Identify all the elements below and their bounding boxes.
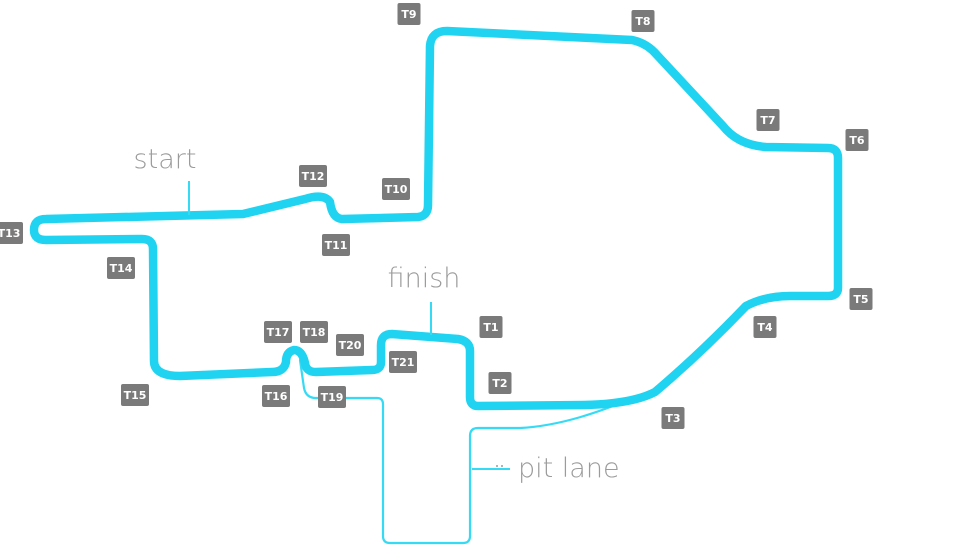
turn-label: T7 [760, 114, 775, 127]
turn-badge [661, 407, 685, 429]
turn-label: T8 [635, 15, 650, 28]
turn-marker-t1: T1 [479, 316, 503, 338]
turn-label: T21 [392, 356, 415, 369]
pit-lane-dot [501, 465, 503, 467]
turn-marker-t19: T19 [318, 386, 346, 408]
turn-marker-t5: T5 [849, 288, 873, 310]
turn-marker-t7: T7 [756, 109, 780, 131]
turn-marker-t12: T12 [299, 165, 327, 187]
pit-lane-label: pit lane [518, 453, 620, 484]
turn-marker-t9: T9 [397, 3, 421, 25]
turn-marker-t3: T3 [661, 407, 685, 429]
turn-badge [753, 316, 777, 338]
turn-badge [300, 321, 328, 343]
turn-marker-t18: T18 [300, 321, 328, 343]
track-path [29, 26, 843, 411]
turn-badge [336, 334, 364, 356]
turn-label: T10 [385, 183, 408, 196]
turn-badge [121, 384, 149, 406]
turn-label: T2 [492, 377, 507, 390]
turn-marker-t16: T16 [262, 385, 290, 407]
turn-marker-t6: T6 [845, 129, 869, 151]
turn-label: T1 [483, 321, 498, 334]
turn-label: T13 [0, 227, 20, 240]
turn-badge [756, 109, 780, 131]
turn-marker-t8: T8 [631, 10, 655, 32]
turn-label: T18 [303, 326, 326, 339]
turn-marker-t15: T15 [121, 384, 149, 406]
turn-label: T12 [302, 170, 325, 183]
pit-lane-path [298, 358, 640, 545]
turn-badge [262, 385, 290, 407]
turn-badge [631, 10, 655, 32]
turn-label: T11 [325, 239, 348, 252]
turn-label: T17 [267, 326, 290, 339]
turn-badge [107, 257, 135, 279]
turn-marker-t17: T17 [264, 321, 292, 343]
turn-badge [0, 222, 23, 244]
turn-label: T5 [853, 293, 868, 306]
turn-badge [318, 386, 346, 408]
turn-label: T19 [321, 391, 344, 404]
turn-marker-t11: T11 [322, 234, 350, 256]
turn-badge [264, 321, 292, 343]
turn-label: T4 [757, 321, 773, 334]
turn-marker-t2: T2 [488, 372, 512, 394]
turn-badge [849, 288, 873, 310]
turn-label: T20 [339, 339, 362, 352]
finish-label: finish [388, 263, 461, 294]
pit-lane-dot [496, 465, 498, 467]
turn-marker-t14: T14 [107, 257, 135, 279]
turn-label: T16 [265, 390, 288, 403]
turn-label: T6 [849, 134, 865, 147]
turn-badge [397, 3, 421, 25]
turn-badge [299, 165, 327, 187]
turn-badge [322, 234, 350, 256]
start-label: start [134, 144, 197, 175]
turn-badge [845, 129, 869, 151]
turn-label: T9 [401, 8, 416, 21]
turn-badge [389, 351, 417, 373]
turn-marker-t10: T10 [382, 178, 410, 200]
turn-marker-t20: T20 [336, 334, 364, 356]
turn-badge [382, 178, 410, 200]
turn-badge [488, 372, 512, 394]
turn-marker-t4: T4 [753, 316, 777, 338]
turn-label: T3 [665, 412, 680, 425]
turn-label: T14 [110, 262, 133, 275]
turn-label: T15 [124, 389, 147, 402]
turn-badge [479, 316, 503, 338]
turn-marker-t21: T21 [389, 351, 417, 373]
turn-marker-t13: T13 [0, 222, 23, 244]
